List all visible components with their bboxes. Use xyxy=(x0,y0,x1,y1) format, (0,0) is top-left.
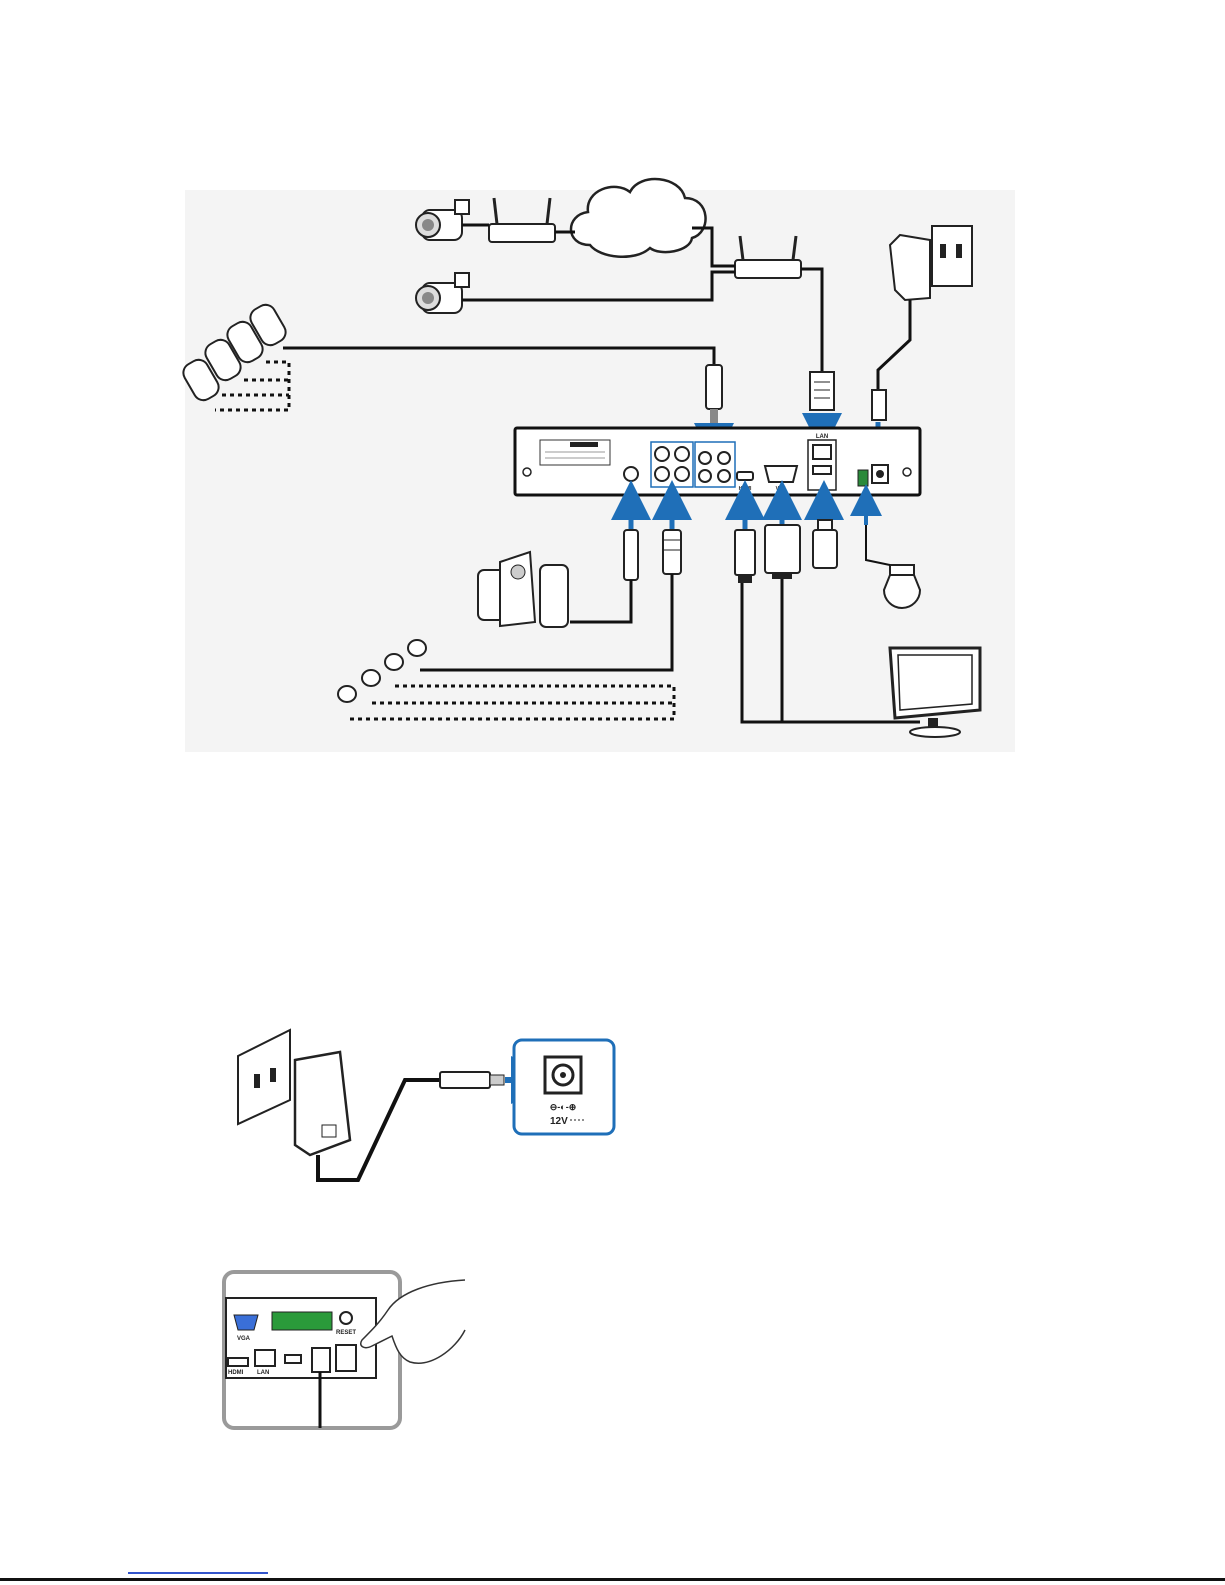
footer-rule xyxy=(0,1578,1225,1581)
power-plug-icon xyxy=(872,390,886,420)
dvr-rear-panel xyxy=(515,428,920,495)
hdmi-label: HDMI xyxy=(739,486,752,492)
svg-text:⊖-◐-⊕: ⊖-◐-⊕ xyxy=(550,1102,577,1112)
bnc-plug-icon xyxy=(663,530,681,574)
ptz-camera-icon xyxy=(884,565,920,608)
rj45-plug-icon xyxy=(810,372,834,410)
dc-plug-icon xyxy=(440,1072,504,1088)
nvr-lan-label: LAN xyxy=(257,1370,269,1376)
rca-plug-icon xyxy=(624,530,638,580)
nvr-reset-label: RESET xyxy=(336,1330,356,1336)
lan-label: LAN xyxy=(816,434,828,440)
wall-outlet-icon xyxy=(932,226,972,286)
wall-outlet-icon xyxy=(238,1030,290,1124)
vga-label: VGA xyxy=(776,486,787,492)
footer-link xyxy=(128,1572,268,1574)
power-jack-voltage: 12V xyxy=(550,1116,568,1127)
power-adapter-icon xyxy=(890,235,930,300)
nvr-vga-label: VGA xyxy=(237,1336,251,1342)
nvr-hdmi-label: HDMI xyxy=(228,1370,244,1376)
hdmi-plug-icon xyxy=(735,530,755,583)
vga-plug-icon xyxy=(765,525,800,579)
power-adapter-icon xyxy=(295,1052,350,1155)
dc-jack-icon: ⊖-◐-⊕ xyxy=(545,1057,581,1112)
